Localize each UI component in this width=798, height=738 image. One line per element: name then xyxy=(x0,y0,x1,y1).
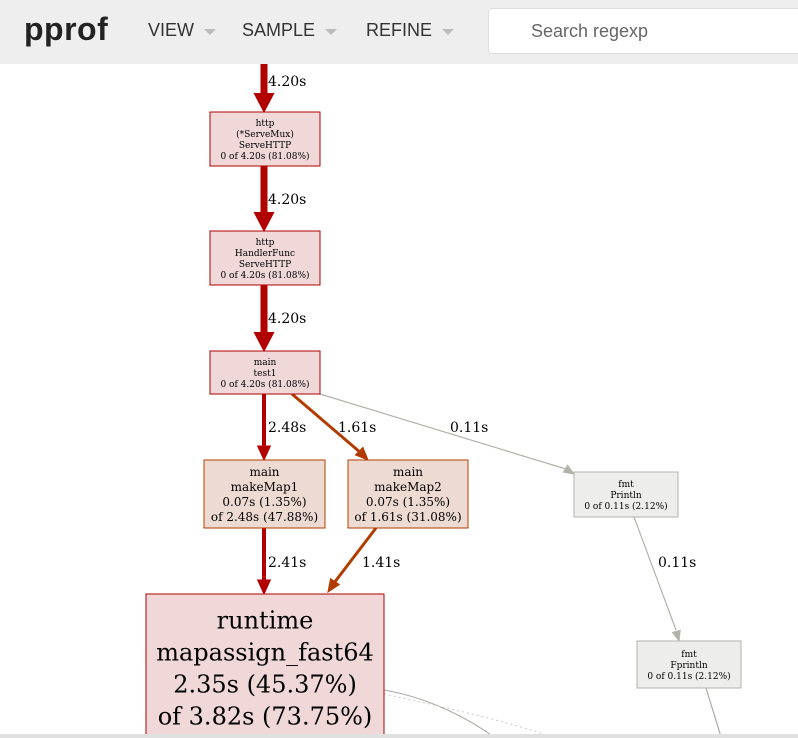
node-label-line: makeMap2 xyxy=(374,480,442,494)
node-label-line: fmt xyxy=(681,650,697,660)
arrowhead xyxy=(253,212,275,233)
arrowhead xyxy=(354,446,369,461)
edge-line xyxy=(332,527,378,584)
edge-in_servemux[interactable]: 4.20s xyxy=(253,64,306,114)
view-menu[interactable]: VIEW xyxy=(148,20,217,41)
edge-line xyxy=(291,392,362,455)
node-label-line: main xyxy=(249,465,279,479)
node-label-line: test1 xyxy=(254,369,277,379)
node-box xyxy=(209,350,321,395)
node-label-line: http xyxy=(256,238,275,248)
node-label-line: (*ServeMux) xyxy=(236,129,294,140)
node-label-line: of 2.48s (47.88%) xyxy=(211,510,318,524)
edge-label: 0.11s xyxy=(450,420,488,436)
node-label-line: runtime xyxy=(217,607,314,635)
edge-servemux_handlerfunc[interactable]: 4.20s xyxy=(253,166,306,233)
view-menu-label: VIEW xyxy=(148,20,195,40)
chevron-down-icon xyxy=(325,28,338,35)
node-label-line: ServeHTTP xyxy=(239,141,291,151)
edge-println_fprintln[interactable]: 0.11s xyxy=(633,516,696,643)
arrowhead xyxy=(253,332,275,353)
node-label-line: 0 of 4.20s (81.08%) xyxy=(220,151,309,162)
arrowhead xyxy=(671,629,681,643)
node-label-line: ServeHTTP xyxy=(239,260,291,270)
node-label-line: 0.07s (1.35%) xyxy=(222,495,306,509)
sample-menu-label: SAMPLE xyxy=(242,20,316,40)
app-logo[interactable]: pprof xyxy=(24,11,109,47)
chevron-down-icon xyxy=(442,28,455,35)
node-box xyxy=(209,230,321,286)
node-label-line: 0 of 0.11s (2.12%) xyxy=(584,501,667,512)
node-label-line: main xyxy=(254,358,277,368)
node-box xyxy=(636,640,742,689)
node-label-line: 2.35s (45.37%) xyxy=(173,671,357,699)
edge-offscreen-2 xyxy=(705,687,723,738)
arrowhead xyxy=(253,93,275,114)
node-label-line: main xyxy=(393,465,423,479)
arrowhead xyxy=(256,579,272,596)
edge-handlerfunc_test1[interactable]: 4.20s xyxy=(253,285,306,353)
node-label-line: makeMap1 xyxy=(231,480,299,494)
node-label-line: 0 of 0.11s (2.12%) xyxy=(647,671,730,682)
node-label-line: 0 of 4.20s (81.08%) xyxy=(220,379,309,390)
edge-test1_println[interactable]: 0.11s xyxy=(319,393,576,475)
edge-label: 0.11s xyxy=(658,555,696,571)
node-label-line: mapassign_fast64 xyxy=(156,639,374,667)
node-label-line: fmt xyxy=(618,480,634,490)
edge-label: 1.41s xyxy=(362,555,400,571)
node-label-line: 0.07s (1.35%) xyxy=(366,495,450,509)
refine-menu[interactable]: REFINE xyxy=(366,20,455,41)
node-box xyxy=(347,459,469,529)
edge-label: 4.20s xyxy=(268,192,306,208)
edge-makemap2_mapassign[interactable]: 1.41s xyxy=(327,527,400,594)
edge-makemap1_mapassign[interactable]: 2.41s xyxy=(256,528,307,596)
edge-label: 4.20s xyxy=(268,74,306,90)
chevron-down-icon xyxy=(204,28,217,35)
edge-label: 4.20s xyxy=(268,311,306,327)
node-label-line: 0 of 4.20s (81.08%) xyxy=(220,270,309,281)
arrowhead xyxy=(562,464,576,475)
node-label-line: Println xyxy=(610,491,642,501)
edge-offscreen-1 xyxy=(383,693,557,738)
call-graph[interactable]: 4.20s 4.20s 4.20s 2.48s 1.61s 0.11s 2.41s 1.41s… xyxy=(0,64,798,738)
edge-line xyxy=(633,516,677,631)
edge-label: 2.41s xyxy=(268,555,306,571)
edge-label: 2.48s xyxy=(268,420,306,436)
edge-label: 1.61s xyxy=(338,420,376,436)
edge-line xyxy=(319,393,567,470)
node-box xyxy=(573,471,679,518)
edge-test1_makemap2[interactable]: 1.61s xyxy=(291,392,376,461)
horizontal-scrollbar[interactable] xyxy=(0,734,798,738)
call-graph-svg[interactable]: 4.20s 4.20s 4.20s 2.48s 1.61s 0.11s 2.41s 1.41s… xyxy=(0,64,798,738)
edge-offscreen-0 xyxy=(383,689,497,738)
node-label-line: of 3.82s (73.75%) xyxy=(158,703,373,731)
refine-menu-label: REFINE xyxy=(366,20,433,40)
search-input[interactable] xyxy=(488,8,798,54)
node-label-line: HandlerFunc xyxy=(235,249,295,259)
node-label-line: Fprintln xyxy=(670,661,707,671)
edge-test1_makemap1[interactable]: 2.48s xyxy=(256,394,307,462)
node-label-line: of 1.61s (31.08%) xyxy=(354,510,461,524)
node-box xyxy=(203,459,326,529)
node-mapassign[interactable]: runtime mapassign_fast64 2.35s (45.37%) of … xyxy=(145,593,385,738)
node-box xyxy=(145,593,385,738)
top-toolbar: pprof VIEW SAMPLE REFINE xyxy=(0,0,798,64)
arrowhead xyxy=(327,577,341,594)
arrowhead xyxy=(256,445,272,462)
node-label-line: http xyxy=(256,119,275,129)
sample-menu[interactable]: SAMPLE xyxy=(242,20,338,41)
node-box xyxy=(209,111,321,167)
